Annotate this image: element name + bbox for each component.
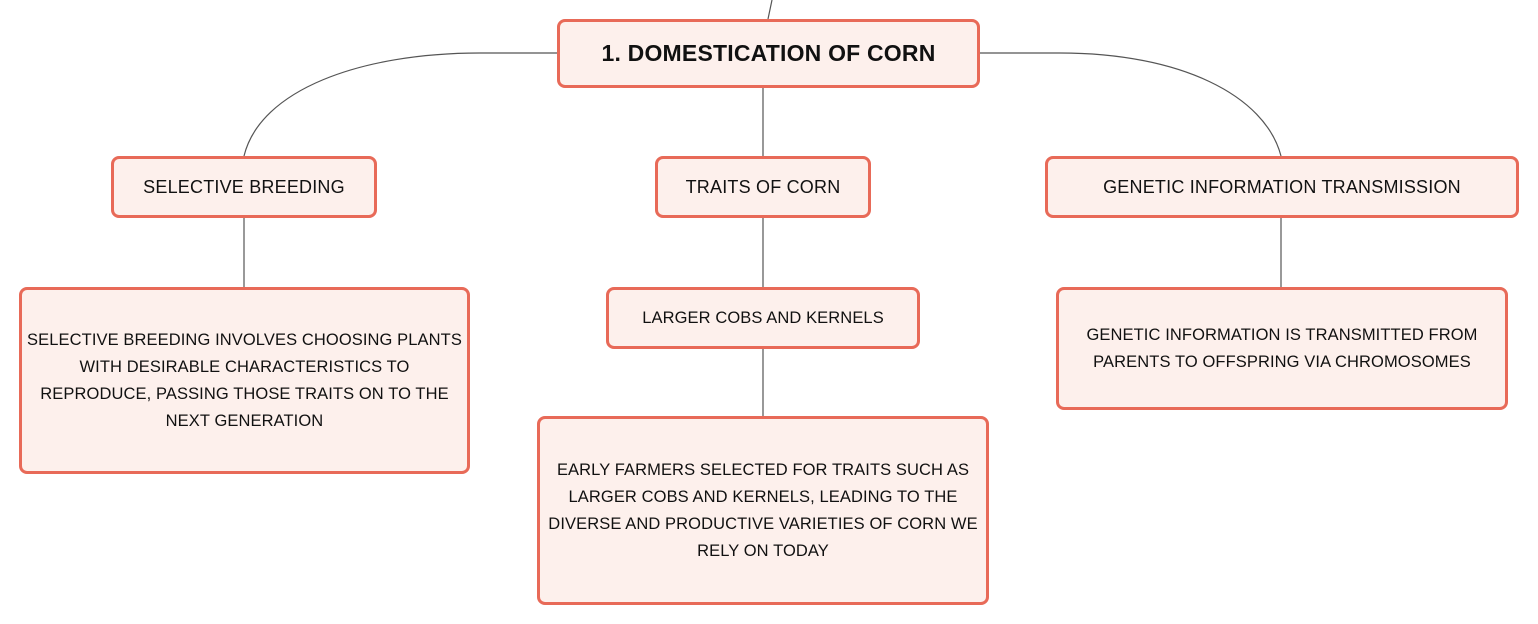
node-traits-of-corn-label: TRAITS OF CORN — [685, 176, 841, 197]
node-selective-breeding[interactable]: SELECTIVE BREEDING — [111, 156, 377, 218]
node-selective-breeding-detail-text: SELECTIVE BREEDING INVOLVES CHOOSING PLA… — [27, 330, 462, 430]
node-genetic-information-label: GENETIC INFORMATION TRANSMISSION — [1103, 176, 1461, 197]
node-larger-cobs-label: LARGER COBS AND KERNELS — [642, 308, 884, 327]
root-node-label: 1. DOMESTICATION OF CORN — [601, 40, 936, 66]
root-node-domestication-of-corn[interactable]: 1. DOMESTICATION OF CORN — [557, 19, 980, 88]
node-genetic-information-detail[interactable]: GENETIC INFORMATION IS TRANSMITTED FROM … — [1056, 287, 1508, 410]
node-selective-breeding-detail[interactable]: SELECTIVE BREEDING INVOLVES CHOOSING PLA… — [19, 287, 470, 474]
connector-root-to-genetic-information — [980, 52, 1282, 157]
node-traits-of-corn[interactable]: TRAITS OF CORN — [655, 156, 871, 218]
node-genetic-detail-text: GENETIC INFORMATION IS TRANSMITTED FROM … — [1086, 325, 1478, 371]
connector-root-to-selective-breeding — [243, 52, 557, 157]
node-genetic-information-transmission[interactable]: GENETIC INFORMATION TRANSMISSION — [1045, 156, 1519, 218]
node-larger-cobs-and-kernels[interactable]: LARGER COBS AND KERNELS — [606, 287, 920, 349]
node-early-farmers-detail[interactable]: EARLY FARMERS SELECTED FOR TRAITS SUCH A… — [537, 416, 989, 605]
connector-root-parent — [767, 0, 773, 20]
node-selective-breeding-label: SELECTIVE BREEDING — [143, 176, 345, 197]
node-early-farmers-text: EARLY FARMERS SELECTED FOR TRAITS SUCH A… — [548, 460, 978, 560]
